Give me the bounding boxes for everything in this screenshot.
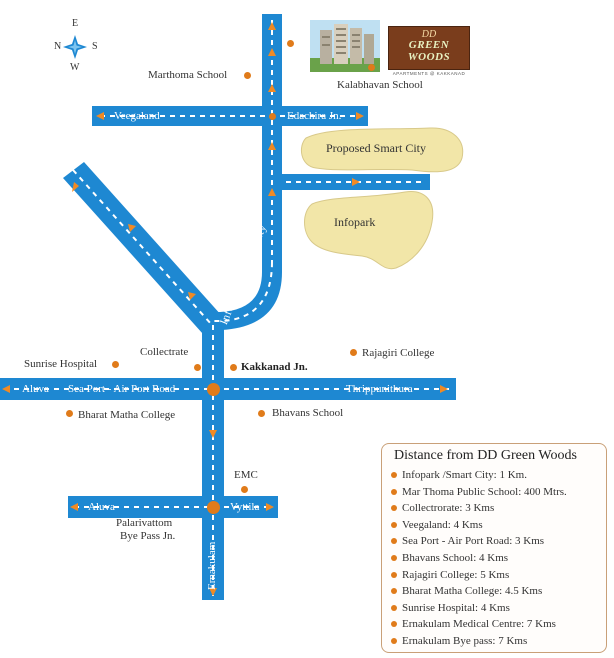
palarivattom-junction-marker [207,501,220,514]
legend-item: Bharat Matha College: 4.5 Kms [390,583,598,600]
road-label-ernakulam: Ernakulam [206,541,218,590]
palarivattom-label: Palarivattom [116,517,173,529]
dd-green-woods-logo: DD GREEN WOODS [388,26,470,70]
road-infopark-curve [202,255,282,330]
bhavans-school-label: Bhavans School [272,407,344,419]
kakkanad-junction-marker [230,364,237,371]
compass-north-label: N [54,41,62,52]
legend-item: Veegaland: 4 Kms [390,517,598,534]
compass-south-label: S [92,41,98,52]
road-label-veegaland-top: Veegaland [114,110,160,122]
sunrise-hospital-label: Sunrise Hospital [24,358,98,370]
dd-green-woods-marker [287,40,294,47]
apartment-building-image [310,20,380,72]
edachira-junction-marker [269,113,276,120]
collectrate-marker [194,364,201,371]
bye-pass-junction-label: Bye Pass Jn. [120,530,176,542]
marthoma-school-label: Marthoma School [148,69,228,81]
collectrate-label: Collectrate [140,346,189,358]
legend-title: Distance from DD Green Woods [394,448,577,463]
emc-marker [241,486,248,493]
emc-label: EMC [234,469,258,481]
sunrise-hospital-marker [112,361,119,368]
legend-item: Bhavans School: 4 Kms [390,550,598,567]
road-aluva-vyttila [68,496,278,518]
logo-main-text: GREEN WOODS [407,39,451,63]
smart-city-label: Proposed Smart City [326,141,427,155]
smart-city-area [300,127,464,173]
infopark-area [304,191,434,270]
kalabhavan-school-marker [368,64,375,71]
road-label-edachira: Edachira Jn. [287,110,342,122]
road-north-vertical [262,14,282,262]
kalabhavan-school-label: Kalabhavan School [337,79,423,91]
legend-item: Rajagiri College: 5 Kms [390,567,598,584]
legend-item: Collectrorate: 3 Kms [390,500,598,517]
road-label-seaport-airport: Sea Port - Air Port Road [68,383,176,395]
bharat-matha-college-label: Bharat Matha College [78,409,176,421]
kakkanad-crossing-marker [207,383,220,396]
logo-subtitle: APARTMENTS @ KAKKANAD [392,71,466,76]
road-label-aluva-lower: Aluva [88,501,115,513]
kakkanad-junction-label: Kakkanad Jn. [241,361,308,373]
marthoma-school-marker [244,72,251,79]
bhavans-school-marker [258,410,265,417]
compass-east-label: E [72,18,79,29]
legend-item: Sea Port - Air Port Road: 3 Kms [390,533,598,550]
legend-item: Infopark /Smart City: 1 Km. [390,467,598,484]
legend-item: Ernakulam Bye pass: 7 Kms [390,633,598,650]
rajagiri-college-label: Rajagiri College [362,347,435,359]
distance-legend: Distance from DD Green Woods Infopark /S… [381,443,607,653]
road-label-vyttila: Vyttila [230,501,260,513]
compass-star-icon [63,35,87,59]
road-label-thrippunithura: Thrippunithura [346,383,413,395]
legend-item: Mar Thoma Public School: 400 Mtrs. [390,484,598,501]
logo-top-text: DD [421,29,437,40]
legend-list: Infopark /Smart City: 1 Km. Mar Thoma Pu… [390,467,598,650]
legend-item: Sunrise Hospital: 4 Kms [390,600,598,617]
legend-item: Ernakulam Medical Centre: 7 Kms [390,616,598,633]
rajagiri-college-marker [350,349,357,356]
bharat-matha-college-marker [66,410,73,417]
road-label-aluva-main: Aluva [22,383,49,395]
compass-west-label: W [70,62,80,73]
infopark-label: Infopark [334,215,376,229]
